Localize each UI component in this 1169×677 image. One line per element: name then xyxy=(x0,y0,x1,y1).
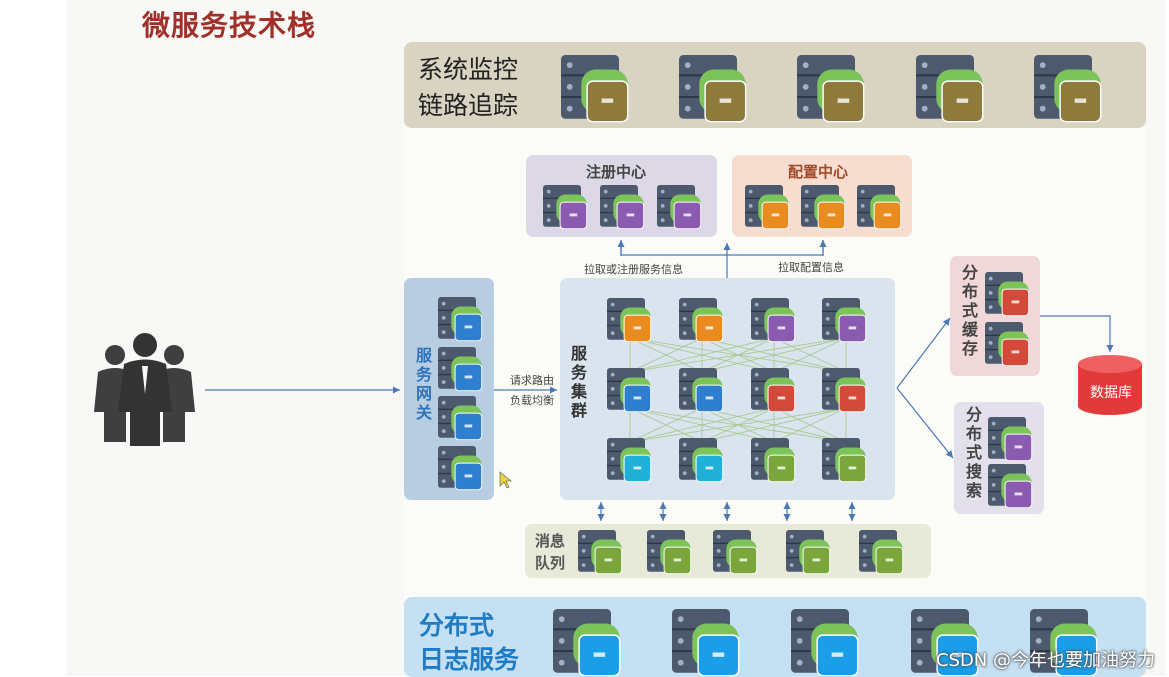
mq-label: 消息队列 xyxy=(535,532,566,572)
config-server-1 xyxy=(745,185,790,230)
monitor-server-3 xyxy=(797,55,865,123)
registry-label: 注册中心 xyxy=(586,163,647,181)
cursor-icon xyxy=(499,471,512,489)
cluster-server-1-2 xyxy=(679,298,724,343)
monitor-server-4 xyxy=(916,55,984,123)
cache-server-2 xyxy=(985,322,1030,367)
edge-label-pull-config: 拉取配置信息 xyxy=(778,261,844,274)
cluster-server-3-1 xyxy=(607,438,652,483)
database-icon xyxy=(1078,355,1142,415)
cluster-label: 服务集群 xyxy=(568,345,587,421)
monitor-server-5 xyxy=(1034,55,1102,123)
cache-server-1 xyxy=(985,272,1030,317)
cluster-server-1-3 xyxy=(751,298,796,343)
logging-band xyxy=(404,597,1146,677)
log-server-5 xyxy=(1030,609,1098,676)
monitor-server-2 xyxy=(679,55,747,123)
cluster-server-2-4 xyxy=(822,368,867,413)
log-server-3 xyxy=(791,609,859,676)
logging-label-line1: 分布式 xyxy=(419,611,495,640)
cluster-server-2-3 xyxy=(751,368,796,413)
registry-server-1 xyxy=(543,185,588,230)
cluster-to-search-arrow xyxy=(896,387,954,459)
monitoring-band xyxy=(404,42,1146,128)
cluster-to-cache-arrow xyxy=(896,317,951,389)
mq-server-4 xyxy=(786,530,831,575)
cluster-server-1-4 xyxy=(822,298,867,343)
cluster-server-2-2 xyxy=(679,368,724,413)
monitoring-label-line2: 链路追踪 xyxy=(418,91,519,120)
mq-server-3 xyxy=(713,530,758,575)
registry-server-3 xyxy=(657,185,702,230)
logging-label-line2: 日志服务 xyxy=(419,645,520,674)
registry-config-connector xyxy=(620,240,824,256)
edge-label-pull-register: 拉取或注册服务信息 xyxy=(584,263,683,276)
log-server-2 xyxy=(672,609,740,676)
cache-to-db-arrow xyxy=(1040,315,1114,352)
gateway-server-4 xyxy=(438,446,483,491)
gateway-server-1 xyxy=(438,297,483,342)
mq-server-2 xyxy=(647,530,692,575)
config-label: 配置中心 xyxy=(788,163,849,181)
registry-server-2 xyxy=(600,185,645,230)
cluster-server-2-1 xyxy=(607,368,652,413)
edge-label-route-line2: 负载均衡 xyxy=(510,394,554,407)
database-label: 数据库 xyxy=(1090,385,1132,401)
mq-server-1 xyxy=(578,530,623,575)
search-label: 分布式搜索 xyxy=(963,406,982,501)
log-server-1 xyxy=(553,609,621,676)
cluster-server-3-3 xyxy=(751,438,796,483)
watermark: CSDN @今年也要加油努力 xyxy=(935,650,1155,671)
search-server-1 xyxy=(988,417,1033,462)
page-title: 微服务技术栈 xyxy=(142,9,317,42)
users-icon xyxy=(94,333,195,446)
gateway-server-2 xyxy=(438,347,483,392)
monitor-server-1 xyxy=(561,55,629,123)
cluster-server-1-1 xyxy=(607,298,652,343)
config-server-2 xyxy=(801,185,846,230)
mq-server-5 xyxy=(859,530,904,575)
gateway-label: 服务网关 xyxy=(413,347,432,423)
search-server-2 xyxy=(988,464,1033,509)
cache-label: 分布式缓存 xyxy=(959,264,978,359)
cluster-server-3-2 xyxy=(679,438,724,483)
edge-label-route-line1: 请求路由 xyxy=(510,374,554,387)
cluster-server-3-4 xyxy=(822,438,867,483)
gateway-server-3 xyxy=(438,396,483,441)
log-server-4 xyxy=(911,609,979,676)
config-server-3 xyxy=(857,185,902,230)
monitoring-label-line1: 系统监控 xyxy=(418,55,519,84)
